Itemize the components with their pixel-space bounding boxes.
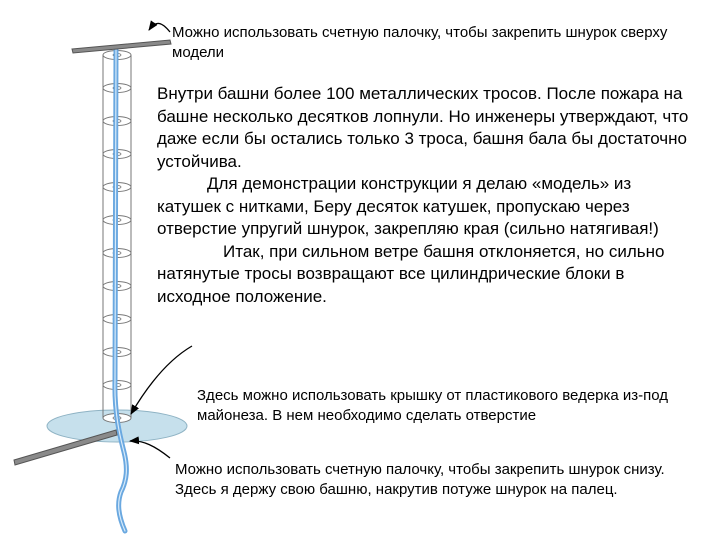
bottom-counting-stick — [13, 429, 118, 466]
arrow-top — [148, 20, 171, 33]
top-stick-annotation: Можно использовать счетную палочку, чтоб… — [172, 24, 668, 61]
top-counting-stick — [71, 39, 172, 54]
main-description: Внутри башни более 100 металлических тро… — [157, 83, 697, 308]
main-paragraph-1: Внутри башни более 100 металлических тро… — [157, 84, 689, 171]
bottom-stick-annotation: Можно использовать счетную палочку, чтоб… — [175, 461, 665, 498]
main-paragraph-2: Для демонстрации конструкции я делаю «мо… — [157, 174, 659, 238]
arrow-bottom — [129, 436, 171, 459]
main-paragraph-3: Итак, при сильном ветре башня отклоняетс… — [157, 241, 665, 306]
arrow-middle — [130, 345, 193, 415]
lid-annotation: Здесь можно использовать крышку от пласт… — [197, 387, 669, 424]
